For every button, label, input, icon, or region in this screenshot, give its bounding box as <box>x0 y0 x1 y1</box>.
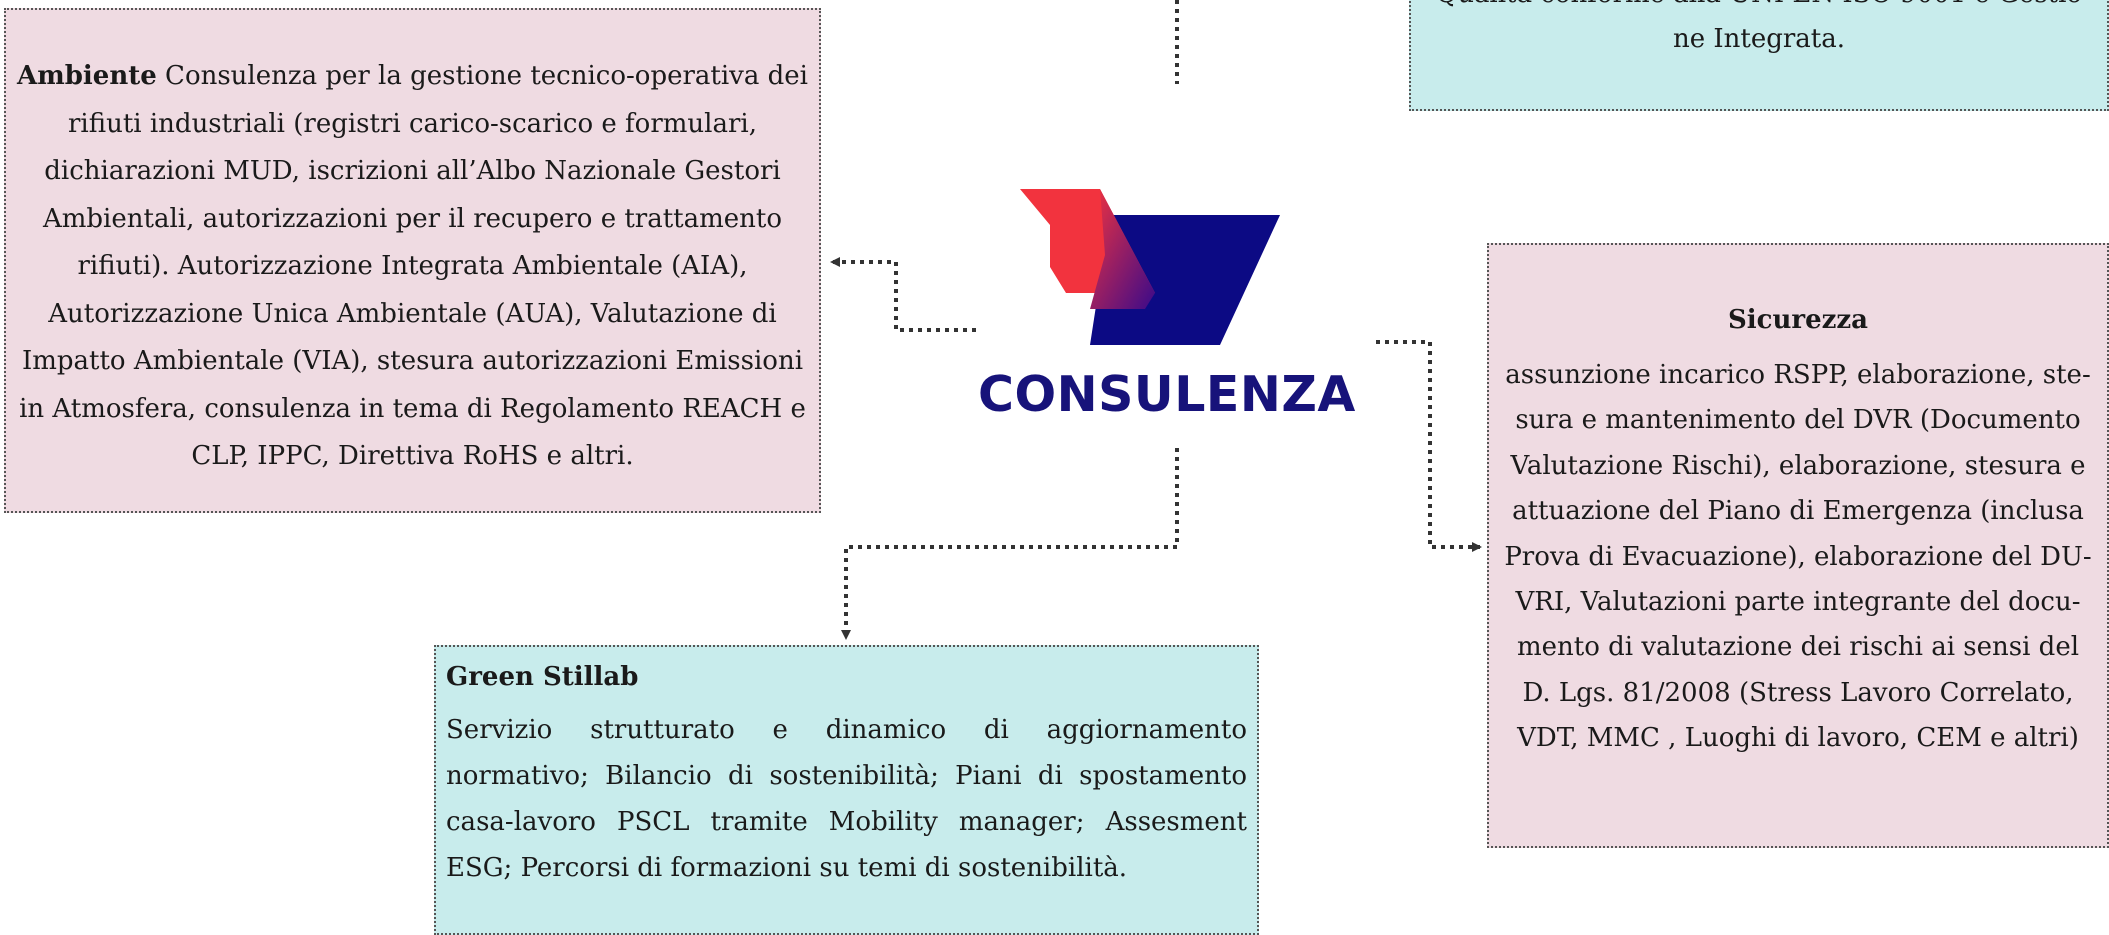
connector-to-ambiente <box>830 257 976 332</box>
ambiente-description: Consulenza per la gestione tecnico-opera… <box>19 61 808 471</box>
sicurezza-box: Sicurezza assunzione incarico RSPP, elab… <box>1487 243 2109 848</box>
logo-navy-triangle <box>1090 215 1280 345</box>
logo-blend <box>1090 189 1155 309</box>
quality-text: Qualità conforme alla UNI EN ISO 9001 e … <box>1425 0 2093 84</box>
quality-line-2: ne Integrata. <box>1672 24 1846 54</box>
green-stillab-title: Green Stillab <box>446 662 639 692</box>
quality-line-1: Qualità conforme alla UNI EN ISO 9001 e … <box>1436 0 2082 9</box>
ambiente-title: Ambiente <box>17 61 157 91</box>
ambiente-box: Ambiente Consulenza per la gestione tecn… <box>4 8 821 513</box>
connector-to-green <box>841 448 1179 640</box>
consulenza-logo <box>1020 189 1280 345</box>
logo-wordmark: CONSULENZA <box>978 366 1356 423</box>
sicurezza-text: assunzione incarico RSPP, elaborazione, … <box>1504 360 2092 754</box>
green-stillab-text: Servizio strutturato e dinamico di aggio… <box>446 715 1247 883</box>
green-stillab-box: Green Stillab Servizio strutturato e din… <box>434 645 1259 935</box>
connector-to-sicurezza <box>1376 340 1482 552</box>
ambiente-text: Ambiente Consulenza per la gestione tecn… <box>14 53 811 481</box>
sicurezza-title: Sicurezza <box>1727 305 1868 335</box>
quality-box: Qualità conforme alla UNI EN ISO 9001 e … <box>1409 0 2109 111</box>
